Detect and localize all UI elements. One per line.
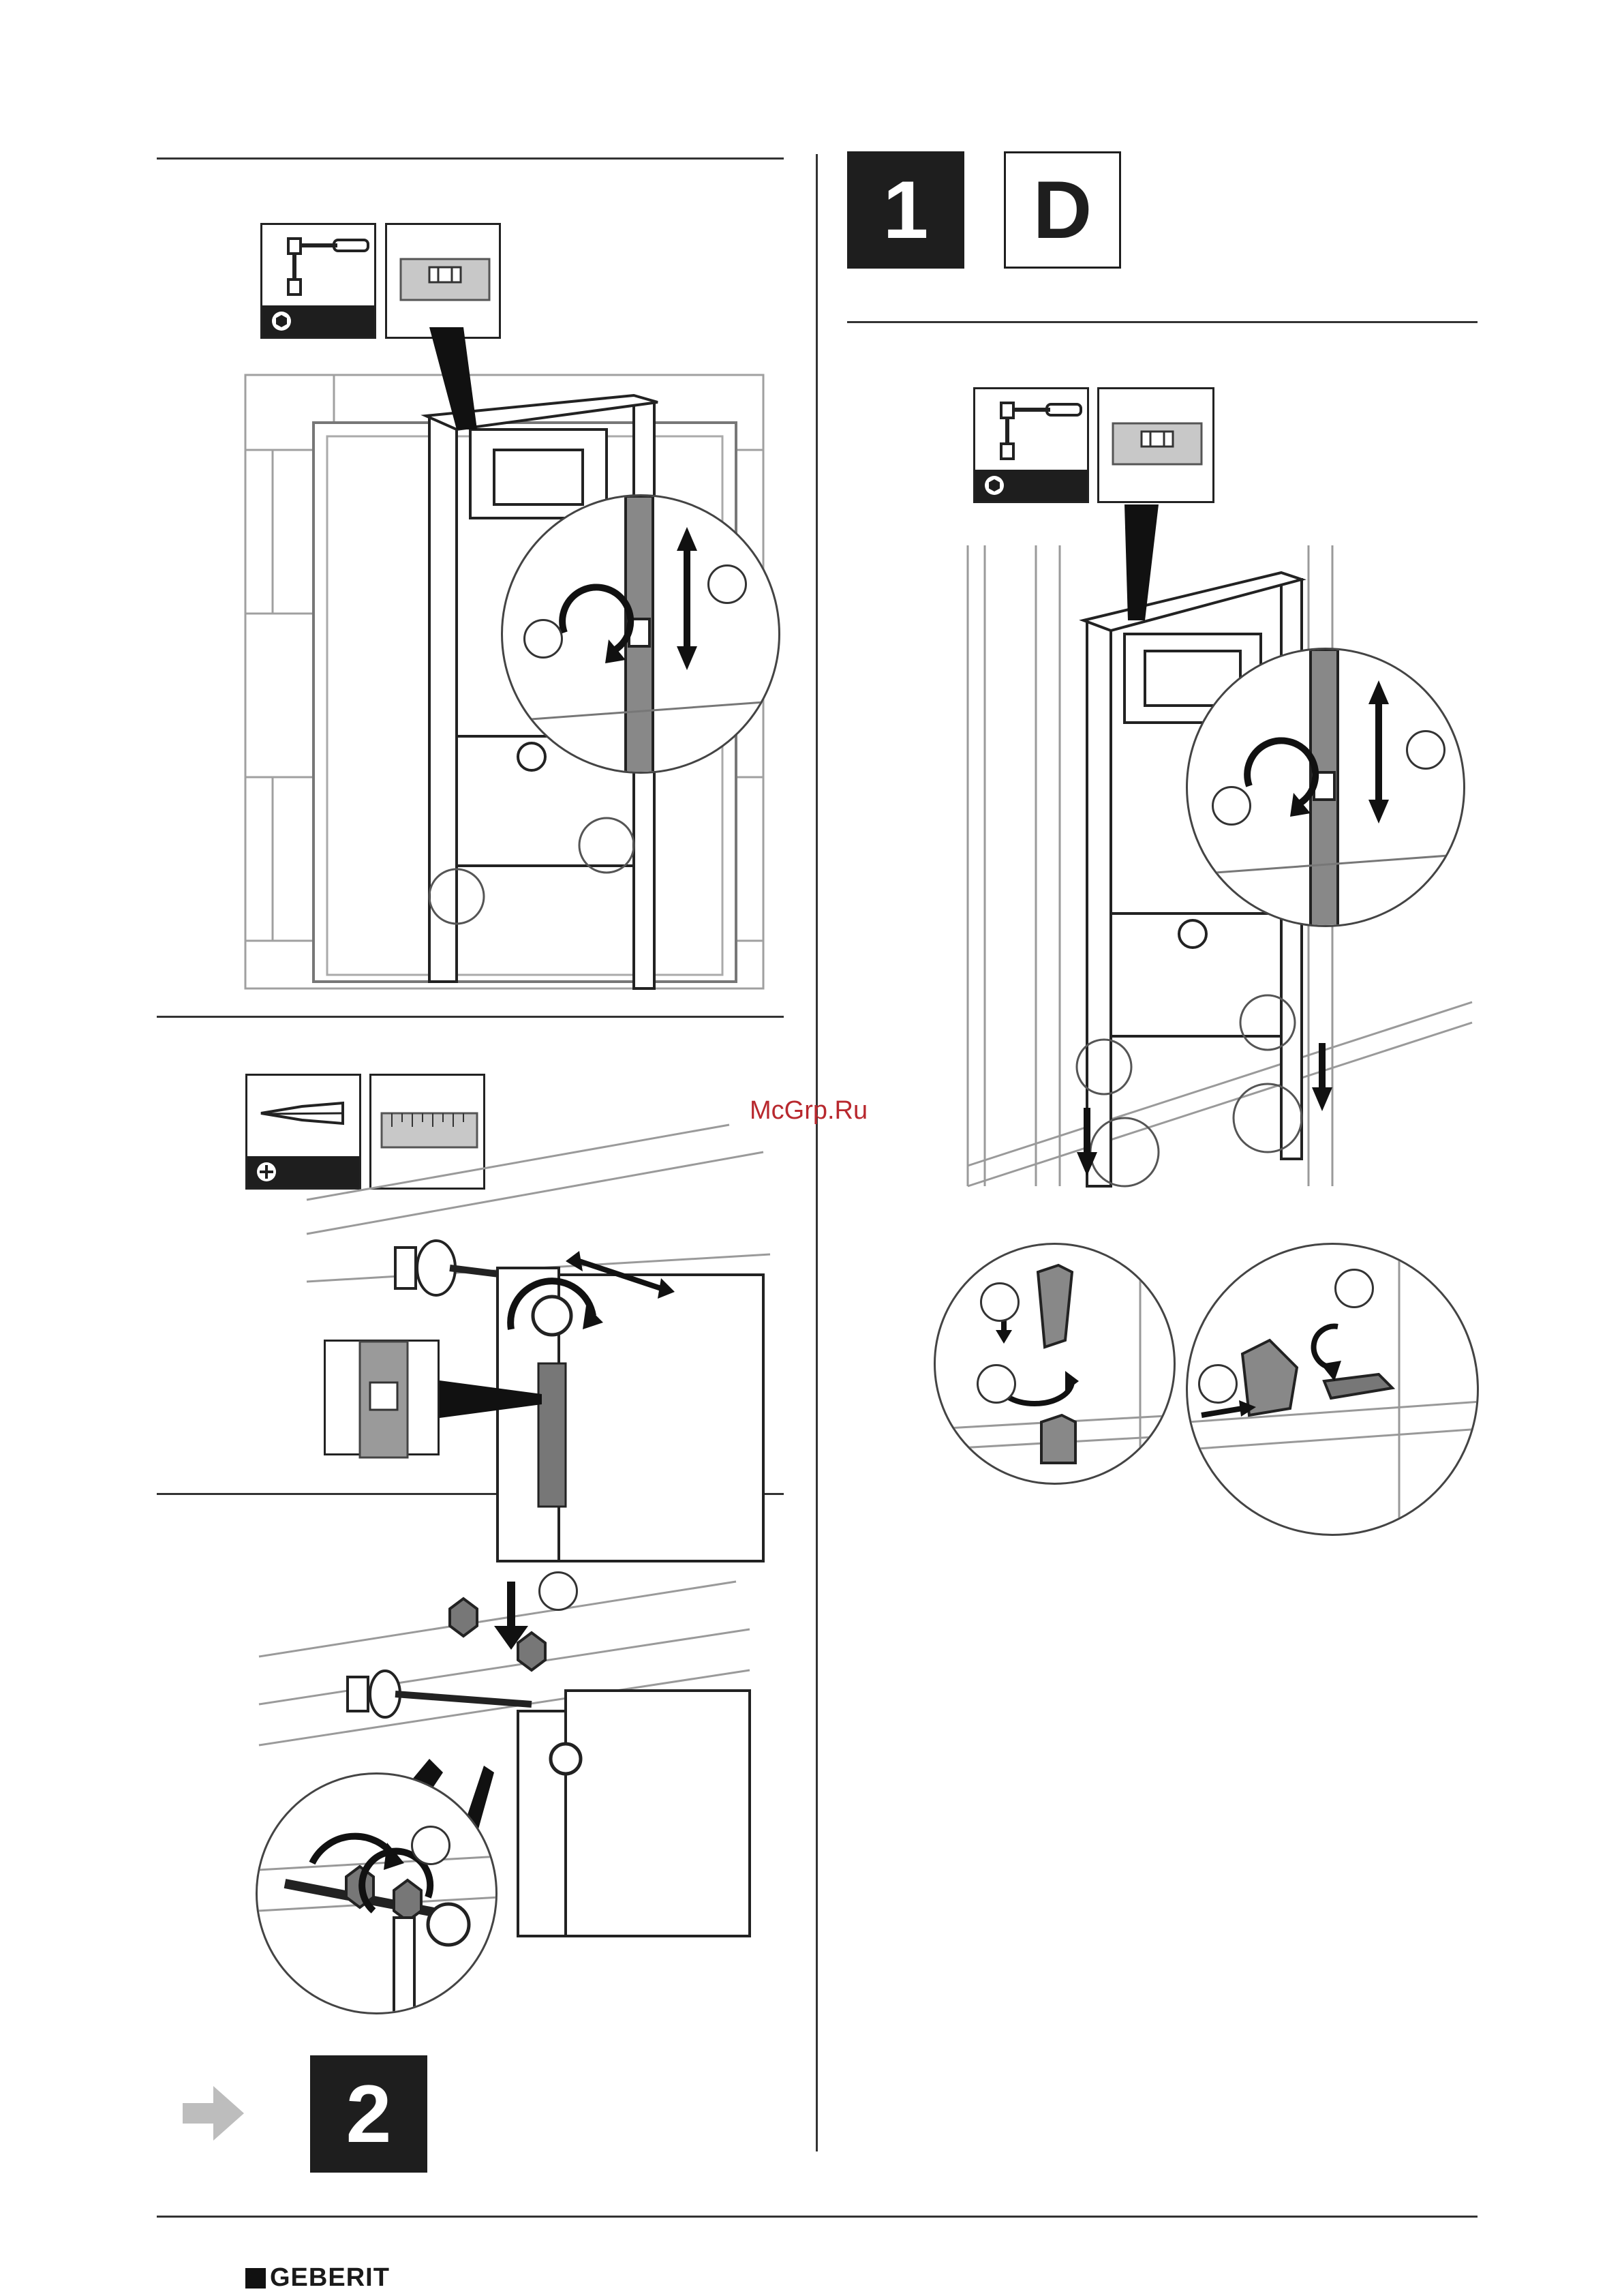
callout-height-adjust (501, 494, 780, 774)
callout-number-circle-8 (1334, 1269, 1374, 1308)
variant-letter-badge: D (1004, 151, 1121, 269)
variant-letter: D (1033, 163, 1092, 257)
step-number-badge: 1 (847, 151, 964, 269)
logo-square-mark (245, 2268, 266, 2289)
column-divider (816, 154, 818, 2151)
callout-height-adjust-right (1186, 648, 1465, 927)
callout-number-circle-1 (523, 619, 563, 659)
next-step-badge[interactable]: 2 (310, 2055, 427, 2173)
brand-logo: GEBERIT (245, 2263, 390, 2293)
next-arrow-icon (183, 2086, 244, 2141)
phillips-head-icon (253, 1158, 280, 1185)
step-number-circle-3a (538, 1571, 578, 1611)
callout-number-circle-7 (977, 1364, 1016, 1404)
spirit-level-icon (387, 225, 503, 341)
next-step-number: 2 (346, 2067, 392, 2161)
callout-number-circle-3 (411, 1826, 450, 1865)
mid-left-divider-1 (157, 1016, 784, 1018)
callout-locknut-tighten (256, 1772, 498, 2014)
callout-number-circle-2 (707, 564, 747, 604)
callout-foot-lock (1186, 1243, 1479, 1536)
callout-locknut-detail (258, 1774, 498, 2014)
footer-divider (157, 2216, 1478, 2218)
callout-number-circle-4 (1212, 786, 1251, 826)
tool-socket-wrench (260, 223, 376, 339)
tool-bar (975, 470, 1087, 501)
hex-socket-icon (981, 472, 1008, 499)
level-inset-pointer (440, 1380, 549, 1421)
level-inset (324, 1340, 440, 1455)
watermark-text: McGrp.Ru (750, 1096, 868, 1126)
callout-number-circle-9 (1198, 1364, 1238, 1404)
tool-spirit-level-right (1097, 387, 1214, 503)
step-number: 1 (883, 163, 929, 257)
top-left-divider (157, 157, 784, 160)
spirit-level-icon (1099, 389, 1215, 505)
top-right-divider (847, 321, 1478, 323)
brand-name: GEBERIT (270, 2263, 390, 2293)
tool-spirit-level (385, 223, 501, 339)
callout-foot-release (934, 1243, 1176, 1485)
tool-socket-wrench-right (973, 387, 1089, 503)
callout-number-circle-6 (980, 1282, 1020, 1322)
level-inset-icon (326, 1342, 442, 1457)
callout-number-circle-5 (1406, 730, 1445, 770)
callout-foot-release-detail (936, 1245, 1176, 1485)
